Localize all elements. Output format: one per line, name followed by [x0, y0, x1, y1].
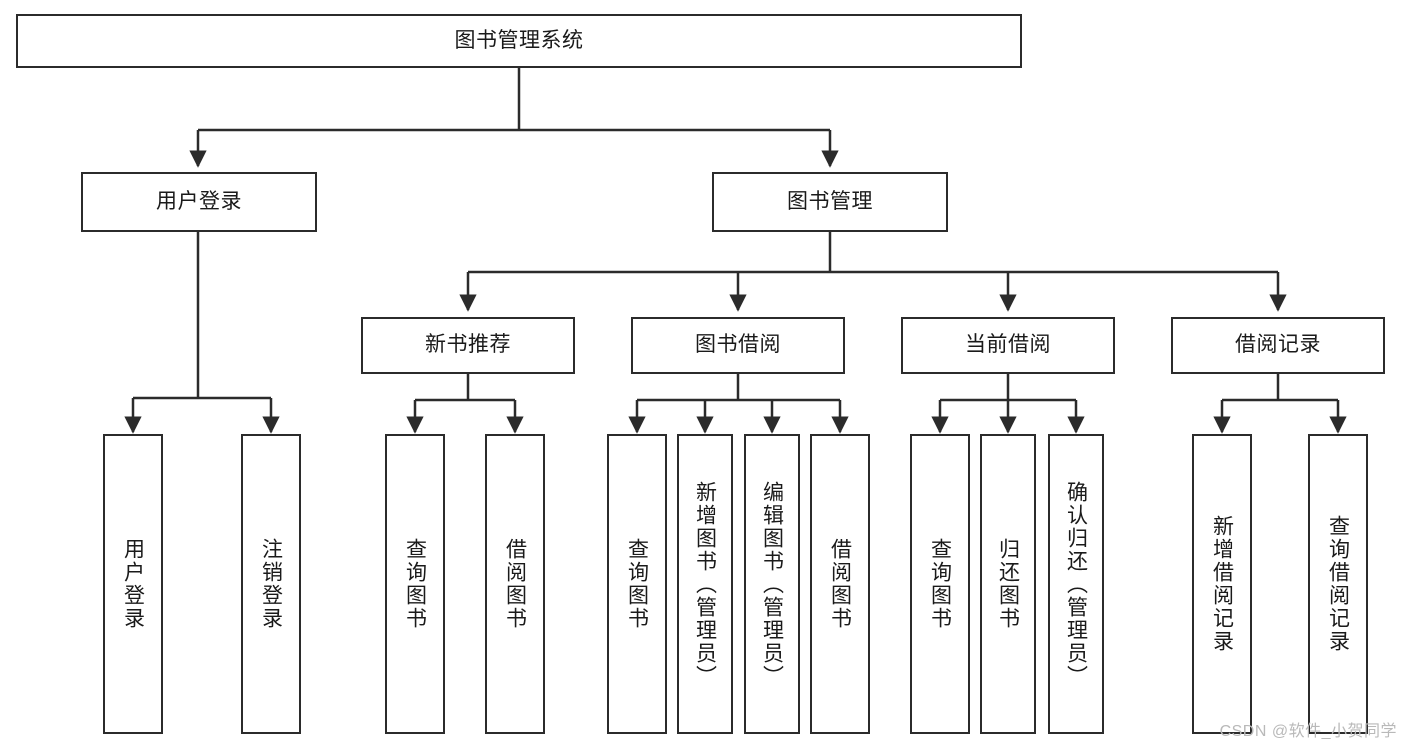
node-borrow-record-label: 借阅记录 — [1235, 333, 1321, 357]
node-leaf-return-book[interactable]: 归还图书 — [980, 434, 1036, 734]
node-current-borrow-label: 当前借阅 — [965, 333, 1051, 357]
node-root[interactable]: 图书管理系统 — [16, 14, 1022, 68]
node-book-borrow-label: 图书借阅 — [695, 333, 781, 357]
node-leaf-edit-book-label: 编辑图书（管理员） — [760, 480, 784, 688]
node-leaf-borrow-book-2[interactable]: 借阅图书 — [810, 434, 870, 734]
node-leaf-query-book-3[interactable]: 查询图书 — [910, 434, 970, 734]
node-leaf-query-book-2[interactable]: 查询图书 — [607, 434, 667, 734]
node-leaf-confirm-return[interactable]: 确认归还（管理员） — [1048, 434, 1104, 734]
node-new-book-recommend-label: 新书推荐 — [425, 333, 511, 357]
node-leaf-user-login-label: 用户登录 — [121, 538, 145, 630]
node-leaf-return-book-label: 归还图书 — [996, 538, 1020, 630]
node-leaf-borrow-book-1-label: 借阅图书 — [503, 538, 527, 630]
node-leaf-add-record-label: 新增借阅记录 — [1210, 515, 1234, 653]
node-leaf-confirm-return-label: 确认归还（管理员） — [1064, 480, 1088, 688]
node-leaf-user-login[interactable]: 用户登录 — [103, 434, 163, 734]
node-leaf-query-record-label: 查询借阅记录 — [1326, 515, 1350, 653]
node-user-login[interactable]: 用户登录 — [81, 172, 317, 232]
node-leaf-query-book-1[interactable]: 查询图书 — [385, 434, 445, 734]
node-leaf-add-book-label: 新增图书（管理员） — [693, 480, 717, 688]
node-leaf-logout[interactable]: 注销登录 — [241, 434, 301, 734]
node-current-borrow[interactable]: 当前借阅 — [901, 317, 1115, 374]
node-leaf-query-book-2-label: 查询图书 — [625, 538, 649, 630]
node-leaf-query-record[interactable]: 查询借阅记录 — [1308, 434, 1368, 734]
node-leaf-query-book-3-label: 查询图书 — [928, 538, 952, 630]
node-book-manage[interactable]: 图书管理 — [712, 172, 948, 232]
node-leaf-add-record[interactable]: 新增借阅记录 — [1192, 434, 1252, 734]
csdn-watermark: CSDN @软件_小贺同学 — [1219, 723, 1397, 740]
node-new-book-recommend[interactable]: 新书推荐 — [361, 317, 575, 374]
node-leaf-borrow-book-1[interactable]: 借阅图书 — [485, 434, 545, 734]
node-leaf-query-book-1-label: 查询图书 — [403, 538, 427, 630]
node-leaf-logout-label: 注销登录 — [259, 538, 283, 630]
node-leaf-borrow-book-2-label: 借阅图书 — [828, 538, 852, 630]
node-user-login-label: 用户登录 — [156, 189, 242, 213]
node-book-manage-label: 图书管理 — [787, 189, 873, 213]
node-root-label: 图书管理系统 — [454, 28, 584, 52]
node-book-borrow[interactable]: 图书借阅 — [631, 317, 845, 374]
node-leaf-edit-book[interactable]: 编辑图书（管理员） — [744, 434, 800, 734]
node-leaf-add-book[interactable]: 新增图书（管理员） — [677, 434, 733, 734]
node-borrow-record[interactable]: 借阅记录 — [1171, 317, 1385, 374]
